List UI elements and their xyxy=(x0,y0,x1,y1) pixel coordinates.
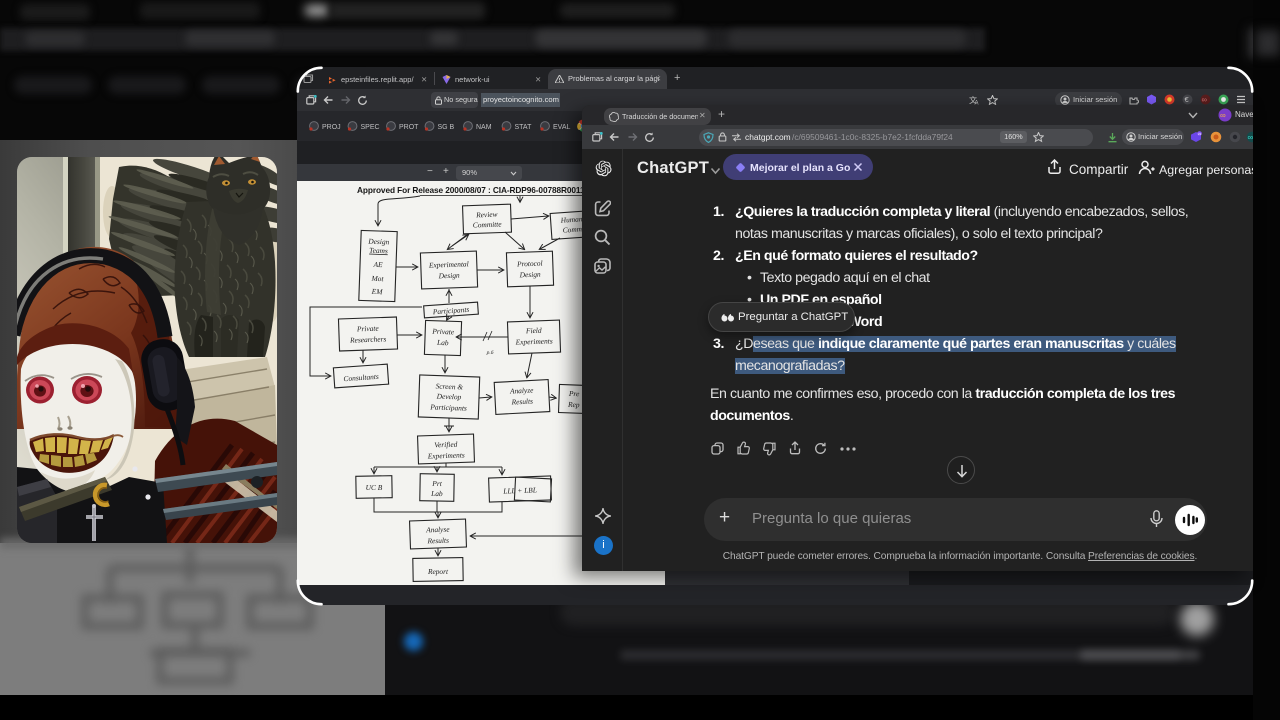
svg-text:Field: Field xyxy=(525,326,542,336)
svg-text:∞: ∞ xyxy=(1202,95,1207,104)
svg-text:Screen &: Screen & xyxy=(435,382,463,392)
svg-text:Analyse: Analyse xyxy=(425,525,450,535)
svg-text:AE: AE xyxy=(372,260,383,269)
svg-text:Design: Design xyxy=(367,237,390,247)
svg-text:PROJ: PROJ xyxy=(322,124,341,131)
svg-text:LLL + LBL: LLL + LBL xyxy=(502,485,537,495)
svg-text:∞: ∞ xyxy=(1248,133,1254,142)
svg-text:PROT: PROT xyxy=(399,124,419,131)
svg-text:Review: Review xyxy=(475,210,498,220)
svg-text:Lab: Lab xyxy=(436,338,449,347)
svg-text:Results: Results xyxy=(426,536,449,546)
svg-text:SPEC: SPEC xyxy=(361,124,380,131)
svg-text:Researchers: Researchers xyxy=(349,334,387,344)
svg-text:€: € xyxy=(1185,95,1190,104)
svg-text:Mot: Mot xyxy=(370,274,384,283)
svg-text:Develop: Develop xyxy=(436,392,462,402)
svg-text:A: A xyxy=(975,101,979,106)
svg-text:Experimental: Experimental xyxy=(428,259,469,269)
svg-text:文: 文 xyxy=(969,95,977,105)
svg-text:Prt: Prt xyxy=(431,479,443,488)
svg-text:STAT: STAT xyxy=(515,124,533,131)
svg-text:Pre: Pre xyxy=(568,389,580,398)
svg-text:Committe: Committe xyxy=(473,219,503,229)
svg-text:Analyze: Analyze xyxy=(509,385,535,395)
svg-text:Private: Private xyxy=(431,327,455,337)
svg-text:SG B: SG B xyxy=(438,124,455,131)
svg-text:Results: Results xyxy=(510,396,533,406)
svg-text:NAM: NAM xyxy=(476,124,492,131)
svg-text:Experiments: Experiments xyxy=(515,336,553,346)
svg-text:Consultants: Consultants xyxy=(343,372,379,383)
svg-text:Rep: Rep xyxy=(567,400,580,409)
svg-text:Design: Design xyxy=(438,271,461,281)
svg-text:∞: ∞ xyxy=(1220,111,1226,120)
svg-text:Comm: Comm xyxy=(562,224,583,234)
svg-text:21: 21 xyxy=(1198,132,1202,136)
svg-text:Experiments: Experiments xyxy=(427,450,465,460)
svg-text:UC B: UC B xyxy=(366,483,383,492)
svg-text:Protocol: Protocol xyxy=(516,259,543,269)
svg-text:Human: Human xyxy=(559,214,583,225)
svg-text:Private: Private xyxy=(356,324,380,334)
svg-text:Approved For Release 2000/08/0: Approved For Release 2000/08/07 : CIA-RD… xyxy=(357,185,608,195)
svg-text:Teams: Teams xyxy=(369,246,388,256)
svg-text:EVAL: EVAL xyxy=(553,124,570,131)
svg-text:Verified: Verified xyxy=(434,440,458,450)
svg-text:p.6: p.6 xyxy=(486,350,494,356)
svg-text:Lab: Lab xyxy=(430,489,443,498)
svg-text:EM: EM xyxy=(371,287,384,296)
svg-text:Design: Design xyxy=(519,270,542,280)
svg-text:Participants: Participants xyxy=(429,402,467,412)
svg-text:Report: Report xyxy=(427,567,449,576)
svg-text:Participants: Participants xyxy=(431,305,469,317)
